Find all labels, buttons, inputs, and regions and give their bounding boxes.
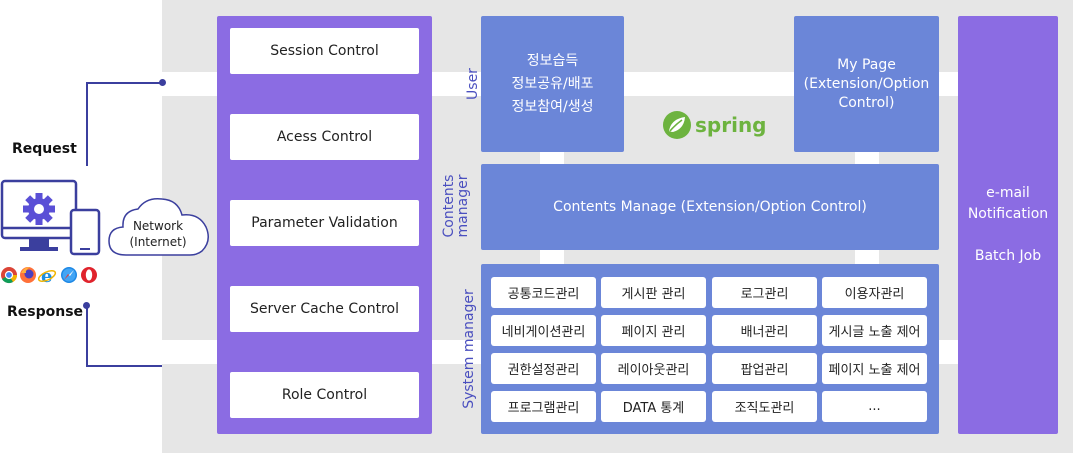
connector-mid-bottom xyxy=(432,340,481,364)
connector-user-mypage xyxy=(624,72,794,96)
request-label: Request xyxy=(12,141,77,157)
system-cell-log: 로그관리 xyxy=(712,277,817,308)
network-cloud-icon xyxy=(108,197,209,256)
system-cell-more: ... xyxy=(822,391,927,422)
svg-text:e: e xyxy=(41,266,52,285)
connector-vert-2 xyxy=(855,152,879,164)
batch-line-batch-job: Batch Job xyxy=(974,248,1042,264)
batch-line-notification: Notification xyxy=(967,206,1049,222)
connector-vert-4 xyxy=(855,250,879,264)
network-label: Network (Internet) xyxy=(106,218,210,250)
response-line-dot xyxy=(83,302,90,309)
my-page-line3: Control) xyxy=(838,94,895,111)
access-control-box: Acess Control xyxy=(230,114,419,160)
my-page-line1: My Page xyxy=(837,56,896,73)
role-control-box: Role Control xyxy=(230,372,419,418)
batch-line-email: e-mail xyxy=(986,185,1030,201)
connector-left-bottom xyxy=(162,340,217,364)
system-cell-page-exposure: 페이지 노출 제어 xyxy=(822,353,927,384)
session-control-box: Session Control xyxy=(230,28,419,74)
system-cell-common-code: 공통코드관리 xyxy=(491,277,596,308)
my-page-line2: (Extension/Option xyxy=(803,75,930,92)
spring-leaf-icon xyxy=(663,111,691,139)
connector-vert-1 xyxy=(540,152,564,164)
my-page-box: My Page (Extension/Option Control) xyxy=(794,16,939,152)
system-cell-program: 프로그램관리 xyxy=(491,391,596,422)
response-line-horizontal xyxy=(86,365,162,367)
system-manager-box: 공통코드관리 게시판 관리 로그관리 이용자관리 네비게이션관리 페이지 관리 … xyxy=(481,264,939,434)
browser-icons: e xyxy=(1,266,97,285)
system-cell-org-chart: 조직도관리 xyxy=(712,391,817,422)
system-cell-layout: 레이아웃관리 xyxy=(601,353,706,384)
response-line-vertical xyxy=(86,305,88,367)
connector-vert-3 xyxy=(540,250,564,264)
spring-logo: spring xyxy=(662,110,767,140)
system-cell-user: 이용자관리 xyxy=(822,277,927,308)
connector-mypage-batch xyxy=(939,72,958,96)
safari-icon xyxy=(61,267,77,283)
connector-left-top xyxy=(162,72,217,96)
system-cell-board: 게시판 관리 xyxy=(601,277,706,308)
response-label: Response xyxy=(7,304,84,320)
chrome-icon xyxy=(1,267,18,284)
user-function-2: 정보공유/배포 xyxy=(511,75,594,92)
user-function-3: 정보참여/생성 xyxy=(511,98,594,115)
connector-right-bottom xyxy=(939,340,958,364)
connector-mid-top xyxy=(432,72,481,96)
request-line-dot xyxy=(159,79,166,86)
contents-label-line1: Contents xyxy=(441,174,457,238)
request-line-horizontal xyxy=(86,82,163,84)
contents-manage-box: Contents Manage (Extension/Option Contro… xyxy=(481,164,939,250)
server-cache-control-box: Server Cache Control xyxy=(230,286,419,332)
internet-explorer-icon: e xyxy=(37,266,57,285)
batch-notification-column: e-mail Notification Batch Job xyxy=(958,16,1058,434)
system-cell-navigation: 네비게이션관리 xyxy=(491,315,596,346)
system-manager-section-label: System manager xyxy=(461,289,477,409)
system-cell-popup: 팝업관리 xyxy=(712,353,817,384)
system-cell-permission: 권한설정관리 xyxy=(491,353,596,384)
firefox-icon xyxy=(20,267,36,283)
request-line-vertical xyxy=(86,82,88,166)
system-cell-page: 페이지 관리 xyxy=(601,315,706,346)
contents-manage-text: Contents Manage (Extension/Option Contro… xyxy=(553,198,867,215)
contents-manager-section-label: Contents manager xyxy=(441,166,471,246)
desktop-computer-icon xyxy=(0,179,101,256)
opera-icon xyxy=(81,267,97,283)
system-cell-banner: 배너관리 xyxy=(712,315,817,346)
user-function-1: 정보습득 xyxy=(526,52,579,69)
network-label-line1: Network xyxy=(132,219,184,233)
system-cell-post-exposure: 게시글 노출 제어 xyxy=(822,315,927,346)
parameter-validation-box: Parameter Validation xyxy=(230,200,419,246)
access-control-column: Session Control Acess Control Parameter … xyxy=(217,16,432,434)
spring-logo-text: spring xyxy=(695,113,767,137)
network-label-line2: (Internet) xyxy=(129,235,187,249)
contents-label-line2: manager xyxy=(455,174,471,238)
system-cell-data-stats: DATA 통계 xyxy=(601,391,706,422)
user-functions-box: 정보습득 정보공유/배포 정보참여/생성 xyxy=(481,16,624,152)
user-section-label: User xyxy=(465,68,481,100)
